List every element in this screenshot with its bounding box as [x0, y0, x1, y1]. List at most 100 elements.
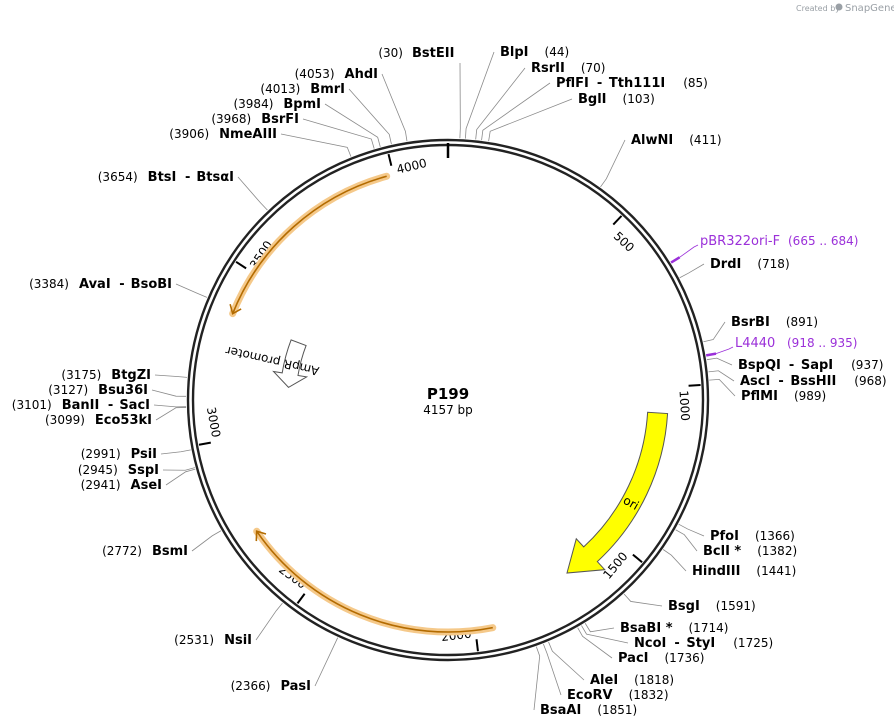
site-leader: [465, 51, 495, 139]
site-name: BspQI: [738, 358, 781, 373]
site-position: (30): [378, 46, 403, 60]
orf-arc: [256, 530, 493, 633]
site-leader: [709, 378, 736, 397]
site-name: AleI: [590, 673, 618, 688]
ruler-tick: [235, 260, 247, 270]
primer-mark: [670, 256, 681, 264]
site-position: (2945): [78, 463, 118, 477]
site-btsi: BtsαI-BtsI(3654): [98, 170, 234, 185]
site-name: BtgZI: [111, 368, 151, 383]
site-leader: [543, 643, 562, 696]
site-name: NsiI: [224, 633, 252, 648]
site-name: PflMI: [741, 389, 778, 404]
site-name: BsrBI: [731, 315, 770, 330]
ruler-tick-label: 3000: [204, 406, 223, 439]
site-position: (3906): [169, 127, 209, 141]
feature-ampr-promoter: [272, 339, 309, 389]
site-leader: [675, 529, 698, 552]
site-bsu36i: Bsu36I(3127): [48, 383, 148, 398]
site-leader: [623, 593, 663, 607]
site-hindiii: HindIII(1441): [692, 564, 796, 579]
ruler-tick-label: 1000: [677, 390, 693, 421]
site-leader: [314, 637, 339, 687]
site-name: Eco53kI: [95, 413, 152, 428]
site-position: (1714): [689, 621, 729, 635]
site-separator: -: [674, 636, 679, 651]
site-leader: [481, 82, 551, 141]
site-bsteii: (30)BstEII: [378, 46, 454, 61]
primer-range: (918 .. 935): [787, 336, 857, 350]
site-name: AscI: [740, 374, 770, 389]
site-name: DrdI: [710, 257, 741, 272]
site-leader: [165, 468, 196, 486]
site-bsrfi: BsrFI(3968): [211, 112, 299, 127]
primer-leader: [715, 346, 734, 355]
site-banii: SacI-BanII(3101): [12, 398, 150, 413]
ruler-tick: [632, 553, 643, 564]
site-position: (411): [689, 133, 721, 147]
orf-arrowhead: [229, 303, 242, 315]
site-position: (3099): [45, 413, 85, 427]
feature-label: AmpR promoter: [224, 343, 320, 378]
site-separator: -: [119, 277, 124, 292]
site-name-alt: SacI: [119, 398, 150, 413]
site-name: BpmI: [283, 97, 321, 112]
feature-ori: [566, 411, 669, 574]
site-name: AseI: [131, 478, 162, 493]
site-leader: [255, 602, 283, 641]
snapgene-logo-icon: [835, 3, 843, 11]
site-name: PflFI: [556, 76, 589, 91]
site-separator: -: [597, 76, 602, 91]
orf-arrowhead: [255, 530, 267, 542]
site-psii: PsiI (2991): [81, 447, 157, 462]
site-bsaai: BsaAI(1851): [540, 703, 637, 718]
site-name-alt: BsoBI: [131, 277, 172, 292]
site-name: PsiI: [131, 447, 157, 462]
site-separator: -: [108, 398, 113, 413]
site-leader: [160, 449, 191, 455]
site-position: (1832): [629, 688, 669, 702]
site-bsmi: BsmI (2772): [102, 544, 188, 559]
site-position: (2941): [81, 478, 121, 492]
site-leader: [162, 467, 195, 471]
site-alei: AleI(1818): [590, 673, 674, 688]
site-name: BsmI: [152, 544, 188, 559]
site-name: SspI: [128, 463, 159, 478]
site-leader: [280, 133, 352, 157]
site-separator: -: [778, 374, 783, 389]
site-position: (1591): [716, 599, 756, 613]
site-asci: AscI-BssHII(968): [740, 374, 887, 389]
site-alwni: AlwNI(411): [631, 133, 722, 148]
site-name-alt: StyI: [686, 636, 715, 651]
site-leader: [151, 389, 187, 397]
site-leader: [679, 263, 705, 279]
site-position: (1851): [597, 703, 637, 717]
site-bpmi: BpmI(3984): [233, 97, 321, 112]
ruler-tick: [198, 441, 211, 446]
site-bsrbi: BsrBI(891): [731, 315, 818, 330]
site-position: (968): [854, 374, 886, 388]
site-drdi: DrdI(718): [710, 257, 790, 272]
site-ncoi: NcoI-StyI(1725): [634, 636, 773, 651]
site-position: (2772): [102, 544, 142, 558]
ruler-tick-label: 500: [611, 229, 637, 255]
site-leader: [475, 67, 526, 140]
site-position: (3968): [211, 112, 251, 126]
site-avai: BsoBI-AvaI(3384): [29, 277, 172, 292]
site-leader: [533, 646, 541, 711]
ruler-tick: [688, 384, 701, 387]
site-bspqi: BspQI-SapI(937): [738, 358, 883, 373]
site-name: BclI *: [703, 544, 741, 559]
site-rsrii: RsrII(70): [531, 61, 605, 76]
site-name: AhdI: [345, 67, 378, 82]
site-pflmi: PflMI(989): [741, 389, 826, 404]
orf-arcs: [229, 172, 497, 636]
site-leader: [155, 407, 187, 421]
site-position: (2991): [81, 447, 121, 461]
site-nmeaiii: NmeAIII (3906): [169, 127, 277, 142]
site-position: (3384): [29, 277, 69, 291]
site-name: NmeAIII: [219, 127, 277, 142]
site-leader: [577, 627, 613, 659]
site-position: (2366): [231, 679, 271, 693]
